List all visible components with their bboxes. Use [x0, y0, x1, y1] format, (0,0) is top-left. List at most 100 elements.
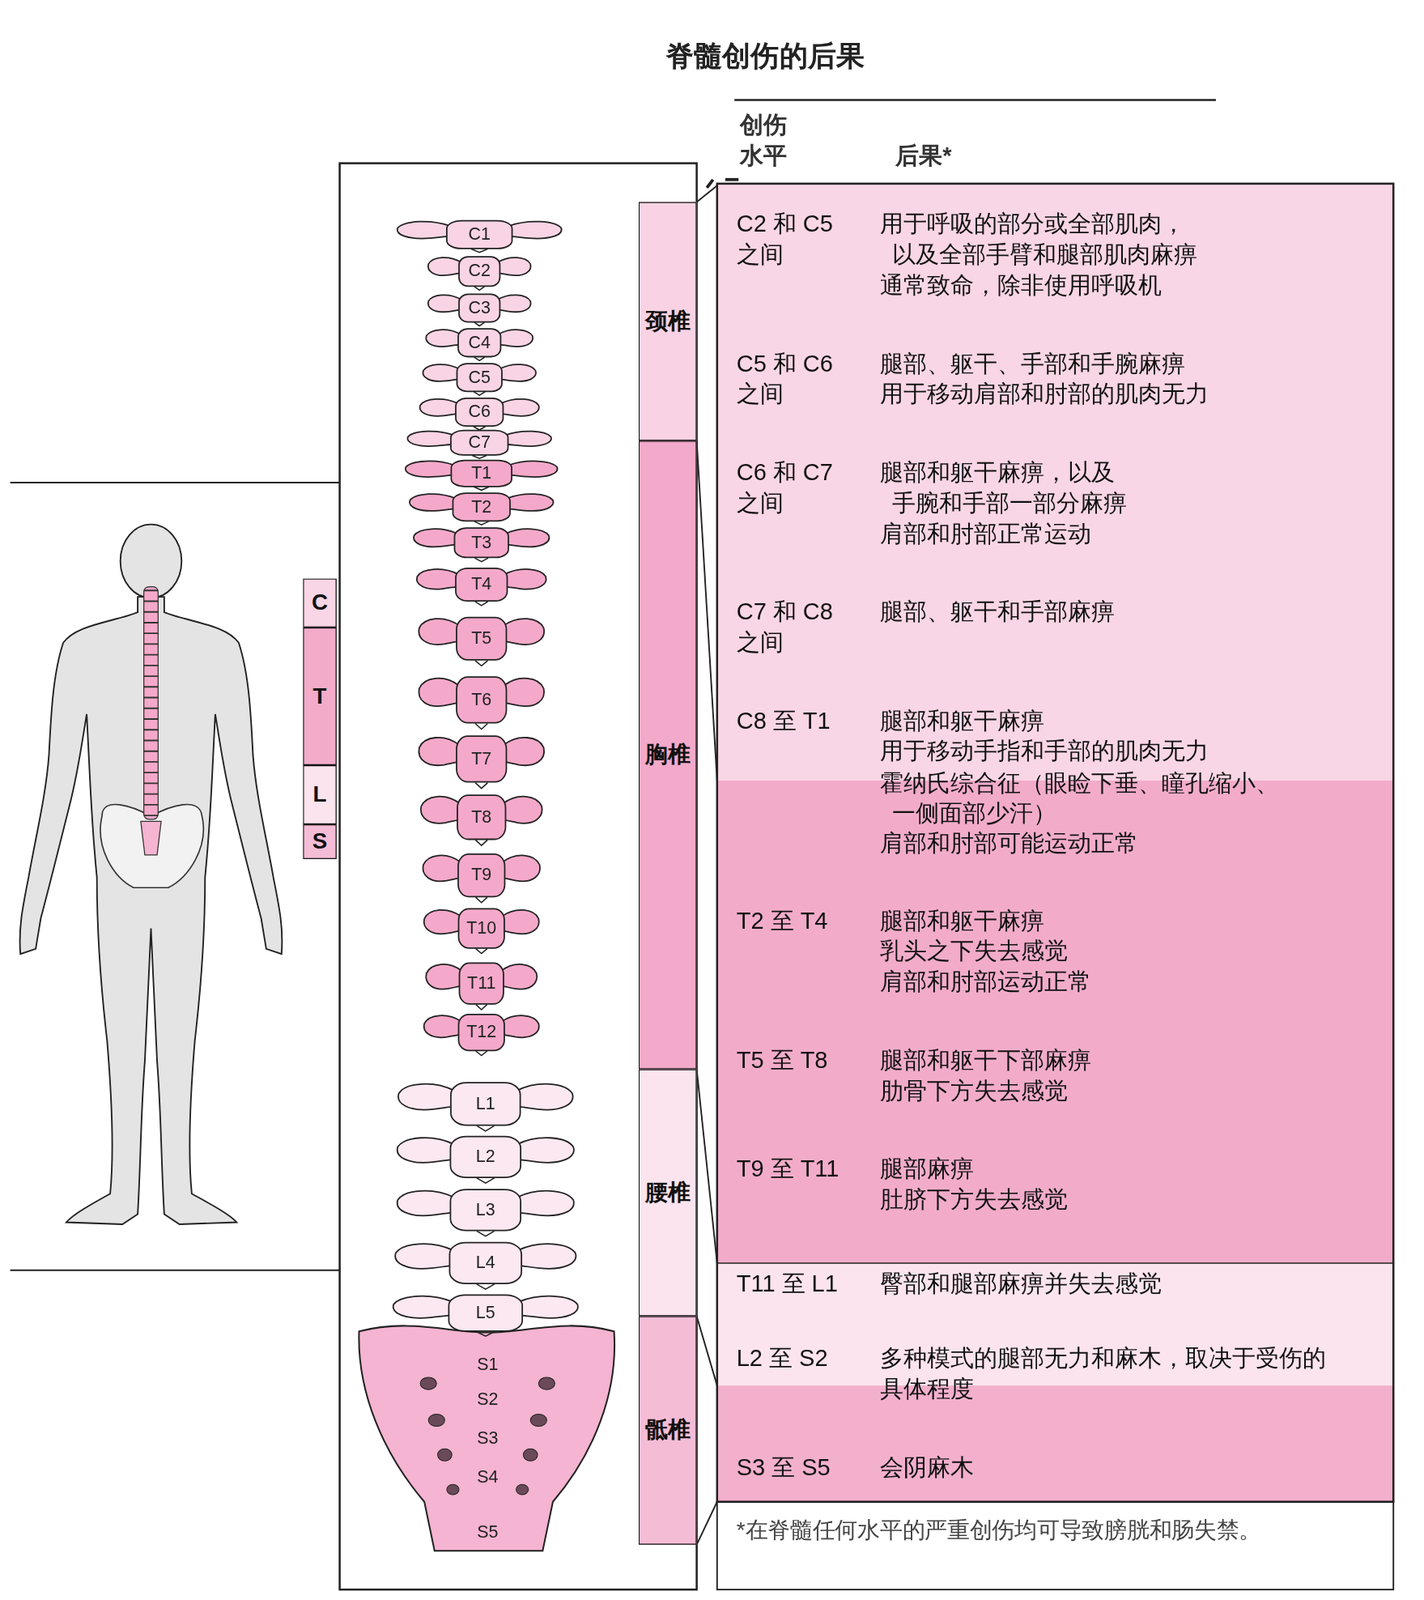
consequence-text: 肚脐下方失去感觉: [879, 1183, 1068, 1215]
vertebra-label: L3: [476, 1200, 496, 1220]
consequence-text: 用于移动手指和手部的肌肉无力: [879, 735, 1209, 766]
injury-level: T2 至 T4: [736, 905, 859, 936]
vertebra-label: T8: [471, 807, 492, 827]
vertebra-label: C5: [468, 368, 491, 387]
consequence-text: 腿部、躯干、手部和手腕麻痹: [879, 348, 1186, 379]
human-figure: [20, 524, 283, 1225]
vertebra-label: L5: [476, 1303, 496, 1322]
vertebra-label: C2: [468, 262, 491, 281]
injury-level: C5 和 C6 之间: [736, 348, 859, 410]
level-band: 骶椎: [638, 1315, 698, 1544]
vertebra-label: T3: [471, 533, 492, 553]
vertebra: [428, 293, 532, 326]
vertebra-label: C6: [468, 403, 491, 422]
consequence-text: 臀部和腿部麻痹并失去感觉: [879, 1267, 1162, 1299]
injury-level: T5 至 T8: [736, 1044, 859, 1076]
vertebra: [398, 1082, 574, 1131]
vertebra-label: C7: [468, 433, 491, 453]
vertebra-label: T6: [471, 690, 492, 710]
table-bands: [717, 183, 1394, 1590]
band-label: T: [313, 683, 328, 710]
vertebra-label: C1: [468, 225, 491, 244]
consequence-text: 霍纳氏综合征（眼睑下垂、瞳孔缩小、 一侧面部少汗）: [879, 767, 1326, 829]
vertebra-label: T5: [471, 629, 492, 648]
vertebra-label: C3: [468, 298, 491, 318]
level-band: 腰椎: [638, 1069, 698, 1317]
vertebra-label: T1: [471, 463, 492, 483]
band-label: S: [312, 828, 328, 855]
vertebra-label: T9: [471, 866, 492, 885]
consequence-text: 腿部和躯干麻痹: [879, 905, 1045, 936]
consequence-text: 肩部和肘部运动正常: [879, 965, 1092, 997]
vertebra: [428, 256, 532, 290]
vertebra-label: L1: [476, 1094, 496, 1114]
injury-level: C2 和 C5 之间: [736, 208, 859, 270]
consequence-text: 肩部和肘部可能运动正常: [879, 827, 1139, 859]
level-band: T: [302, 627, 337, 766]
injury-level: S3 至 S5: [736, 1451, 859, 1483]
band-label: 胸椎: [645, 739, 690, 771]
band-label: 腰椎: [645, 1177, 690, 1208]
vertebra-label: L2: [476, 1147, 496, 1167]
consequence-text: 腿部和躯干下部麻痹: [879, 1044, 1092, 1076]
vertebra: [418, 676, 545, 729]
band-label: C: [311, 589, 328, 617]
level-band: L: [302, 765, 337, 825]
level-band: 颈椎: [638, 201, 698, 441]
footnote: *在脊髓任何水平的严重创伤均可导致膀胱和肠失禁。: [736, 1514, 1262, 1546]
vertebra-label: S1: [476, 1355, 498, 1375]
injury-level: L2 至 S2: [736, 1342, 859, 1373]
band-label: 颈椎: [645, 306, 690, 337]
vertebra-label: T7: [471, 749, 492, 769]
vertebra: [422, 363, 536, 396]
vertebra-label: S3: [476, 1428, 498, 1448]
vertebra: [397, 221, 562, 253]
consequence-text: 用于呼吸的部分或全部肌肉， 以及全部手臂和腿部肌肉麻痹: [879, 208, 1224, 270]
vertebra: [420, 794, 543, 846]
vertebrae: [393, 221, 579, 1336]
level-band: 胸椎: [638, 440, 698, 1069]
vertebra: [418, 617, 545, 667]
vertebra-label: S5: [476, 1522, 498, 1542]
vertebra: [397, 1189, 574, 1236]
vertebra-label: T12: [466, 1023, 497, 1042]
vertebra: [420, 398, 540, 430]
band-label: L: [313, 781, 328, 808]
consequence-text: 腿部、躯干和手部麻痹: [879, 595, 1115, 627]
vertebra: [425, 328, 533, 361]
consequence-text: 肩部和肘部正常运动: [879, 518, 1092, 549]
title-rule: [734, 98, 1216, 102]
injury-level: C8 至 T1: [736, 705, 859, 736]
vertebra-label: T4: [471, 575, 492, 595]
vertebra-label: C4: [468, 333, 491, 353]
vertebra: [424, 1014, 540, 1056]
vertebra-label: T2: [471, 497, 492, 517]
vertebra-label: S4: [476, 1467, 498, 1487]
diagram-title: 脊髓创伤的后果: [665, 40, 866, 72]
vertebra: [422, 854, 540, 903]
consequence-text: 腿部和躯干麻痹: [879, 705, 1045, 736]
injury-level: C6 和 C7 之间: [736, 456, 859, 519]
injury-level: T11 至 L1: [736, 1267, 859, 1299]
consequence-text: 乳头之下失去感觉: [879, 935, 1068, 966]
vertebra: [407, 430, 551, 459]
panel-rules: [10, 482, 341, 1271]
consequence-text: 多种模式的腿部无力和麻木，取决于受伤的 具体程度: [879, 1342, 1350, 1404]
column-header: 创伤 水平: [739, 109, 804, 171]
vertebra-label: S2: [476, 1389, 498, 1409]
consequence-text: 腿部麻痹: [879, 1152, 974, 1184]
vertebra-label: T11: [467, 973, 496, 993]
injury-level: C7 和 C8 之间: [736, 595, 859, 658]
injury-level: T9 至 T11: [736, 1152, 859, 1184]
consequence-text: 肋骨下方失去感觉: [879, 1075, 1068, 1106]
vertebra: [418, 735, 545, 788]
vertebra: [409, 493, 553, 525]
vertebra: [397, 1136, 574, 1183]
vertebra: [395, 1242, 576, 1289]
column-header: 后果*: [895, 140, 952, 171]
consequence-text: 腿部和躯干麻痹，以及 手腕和手部一部分麻痹: [879, 456, 1142, 519]
spine-frame: [340, 163, 698, 1590]
vertebra: [405, 460, 558, 491]
level-band: S: [302, 824, 337, 859]
